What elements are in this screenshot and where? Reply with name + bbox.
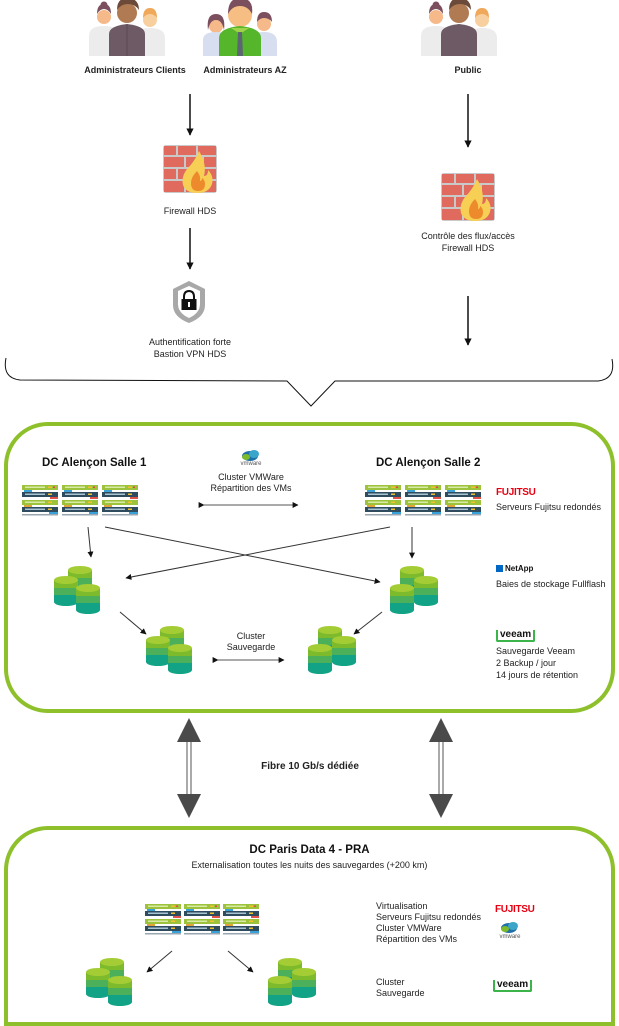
flow-arrow <box>119 611 147 635</box>
netapp-logo: NetApp <box>496 564 533 573</box>
flow-arrow <box>146 950 173 973</box>
shield-lock-icon <box>173 281 205 323</box>
dc-alencon-container <box>4 422 615 713</box>
veeam-logo: veeam <box>496 630 536 642</box>
flow-arrow <box>104 526 381 584</box>
vmware-cluster-label-line2: Répartition des VMs <box>210 483 292 493</box>
paris-virt-line4: Répartition des VMs <box>376 934 458 944</box>
paris-backup-line1: Cluster <box>376 977 405 987</box>
paris-backup-line2: Sauvegarde <box>376 988 425 998</box>
fujitsu-logo: FUJITSU <box>496 487 536 498</box>
backup-cluster-label-line1: Cluster <box>236 631 266 641</box>
firewall-icon <box>441 173 495 221</box>
dc-paris-title: DC Paris Data 4 - PRA <box>249 844 370 856</box>
dc-alencon-salle2-title: DC Alençon Salle 2 <box>376 457 481 469</box>
dc-paris-subtitle: Externalisation toutes les nuits des sau… <box>191 860 428 870</box>
people-group-icon <box>421 0 497 56</box>
group-label-public: Public <box>454 65 482 75</box>
vmware-cloud-icon <box>242 450 259 461</box>
netapp-square-icon <box>496 565 503 572</box>
fiber-link-label: Fibre 10 Gb/s dédiée <box>261 761 359 772</box>
flow-control-label-line1: Contrôle des flux/accès <box>421 231 515 241</box>
veeam-logo: veeam <box>493 980 533 992</box>
flow-arrow <box>87 526 94 558</box>
backup-cluster-label-line2: Sauvegarde <box>226 642 276 652</box>
group-label-admin-clients: Administrateurs Clients <box>84 65 186 75</box>
veeam-legend-line1: Sauvegarde Veeam <box>496 646 576 656</box>
merge-brace <box>4 357 614 407</box>
netapp-logo-text: NetApp <box>505 564 534 573</box>
flow-control-label-line2: Firewall HDS <box>441 243 495 253</box>
paris-virt-line2: Serveurs Fujitsu redondés <box>376 912 482 922</box>
vmware-cluster-label-line1: Cluster VMWare <box>218 472 284 482</box>
group-label-admin-az: Administrateurs AZ <box>203 65 287 75</box>
flow-arrow <box>227 950 254 973</box>
dc-alencon-salle1-title: DC Alençon Salle 1 <box>42 457 147 469</box>
auth-label-line1: Authentification forte <box>148 337 232 347</box>
fiber-link-left <box>177 718 201 818</box>
dc-paris-container <box>4 826 615 1026</box>
people-group-icon <box>89 0 165 56</box>
paris-virt-line3: Cluster VMWare <box>376 923 442 933</box>
fujitsu-legend-text: Serveurs Fujitsu redondés <box>496 502 602 512</box>
veeam-legend-line2: 2 Backup / jour <box>496 658 557 668</box>
firewall-icon <box>163 145 217 193</box>
netapp-legend-text: Baies de stockage Fullflash <box>496 579 606 589</box>
flow-arrow <box>125 526 391 580</box>
paris-virt-line1: Virtualisation <box>376 901 428 911</box>
fiber-link-right <box>429 718 453 818</box>
firewall-label: Firewall HDS <box>163 206 217 216</box>
vmware-logo: vmware <box>240 461 262 467</box>
fujitsu-logo: FUJITSU <box>495 904 535 915</box>
veeam-legend-line3: 14 jours de rétention <box>496 670 579 680</box>
people-group-icon <box>203 0 277 56</box>
vmware-logo: vmware <box>499 934 521 940</box>
vmware-cloud-icon <box>501 922 518 933</box>
auth-label-line2: Bastion VPN HDS <box>153 349 227 359</box>
flow-arrow <box>353 611 383 635</box>
